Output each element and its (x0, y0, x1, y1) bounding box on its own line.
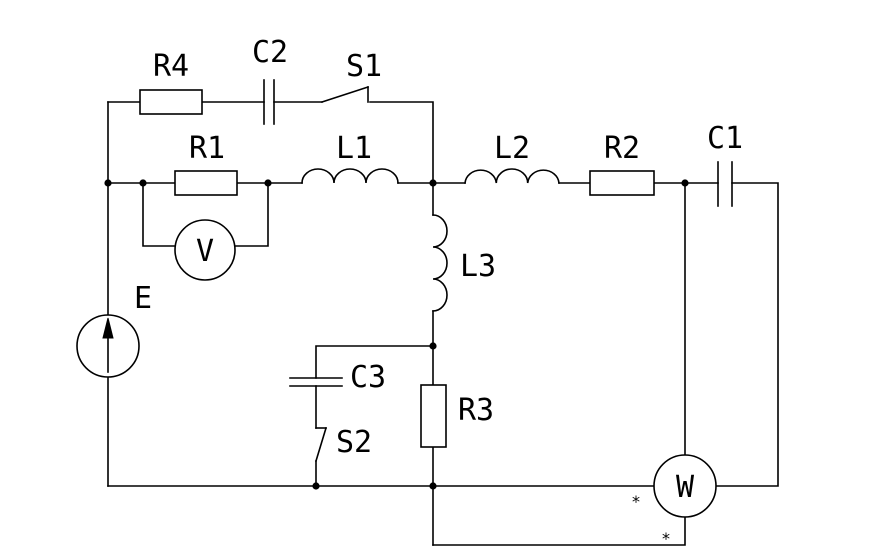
switch-s2: S2 (315, 425, 372, 462)
inductor-l1: L1 (301, 131, 399, 184)
inductor-l3: L3 (432, 214, 496, 312)
label-e: E (134, 281, 152, 316)
wattmeter-symbol: W (676, 470, 695, 505)
label-c3: C3 (350, 360, 386, 395)
label-l1: L1 (336, 131, 372, 166)
resistor-r4: R4 (139, 49, 203, 115)
voltmeter: V (174, 219, 236, 281)
label-r2: R2 (604, 131, 640, 166)
label-s2: S2 (336, 425, 372, 460)
voltmeter-symbol: V (196, 234, 214, 269)
inductor-l2: L2 (464, 131, 560, 184)
capacitor-c2: C2 (252, 35, 288, 125)
label-r1: R1 (189, 131, 225, 166)
junction-dots (104, 179, 689, 490)
capacitor-c1: C1 (707, 121, 743, 207)
label-c1: C1 (707, 121, 743, 156)
label-r3: R3 (458, 393, 494, 428)
resistor-r2: R2 (589, 131, 655, 196)
wattmeter-star-current: * (632, 492, 640, 511)
wattmeter: W * * (632, 454, 717, 548)
label-r4: R4 (153, 49, 189, 84)
label-s1: S1 (346, 49, 382, 84)
label-l2: L2 (494, 131, 530, 166)
emf-source-e: E (76, 281, 152, 378)
resistor-r1: R1 (174, 131, 238, 196)
resistor-r3: R3 (420, 384, 494, 448)
arrow-up-icon (102, 317, 114, 339)
label-l3: L3 (460, 249, 496, 284)
capacitor-c3: C3 (289, 360, 386, 395)
switch-s1: S1 (320, 49, 382, 104)
wattmeter-star-voltage: * (662, 529, 670, 548)
label-c2: C2 (252, 35, 288, 70)
